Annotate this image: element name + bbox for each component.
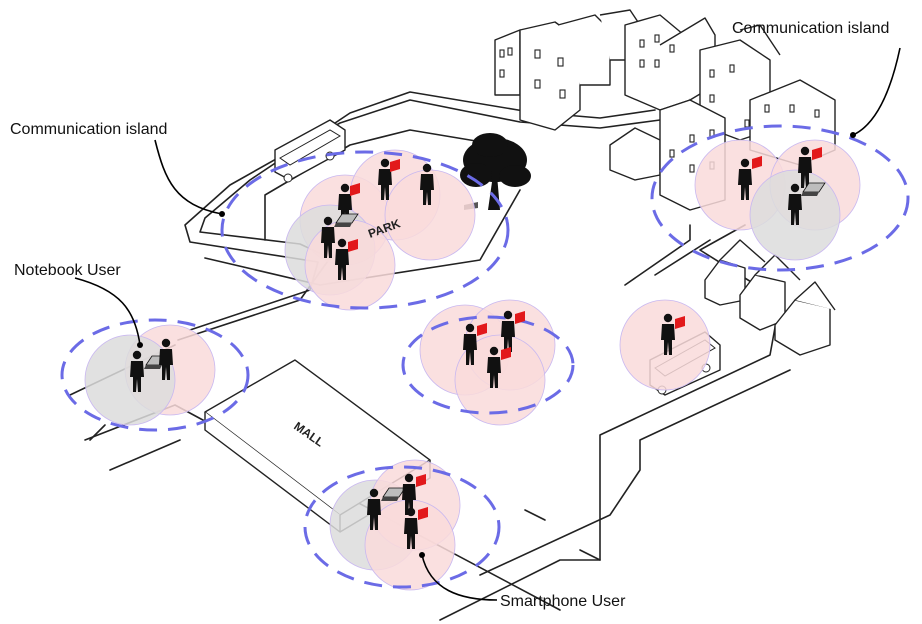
communication-island-label-right: Communication island: [732, 20, 889, 37]
houses: [704, 239, 836, 356]
communication-island-rings: [60, 124, 910, 589]
notebook-user-label: Notebook User: [14, 262, 121, 279]
smartphone-user-label: Smartphone User: [500, 593, 626, 610]
bus-icon: [274, 119, 346, 183]
leader-lines: [74, 47, 901, 601]
tree-icon: [460, 133, 531, 210]
building-windows: [499, 34, 820, 173]
communication-island-label-left: Communication island: [10, 121, 167, 138]
